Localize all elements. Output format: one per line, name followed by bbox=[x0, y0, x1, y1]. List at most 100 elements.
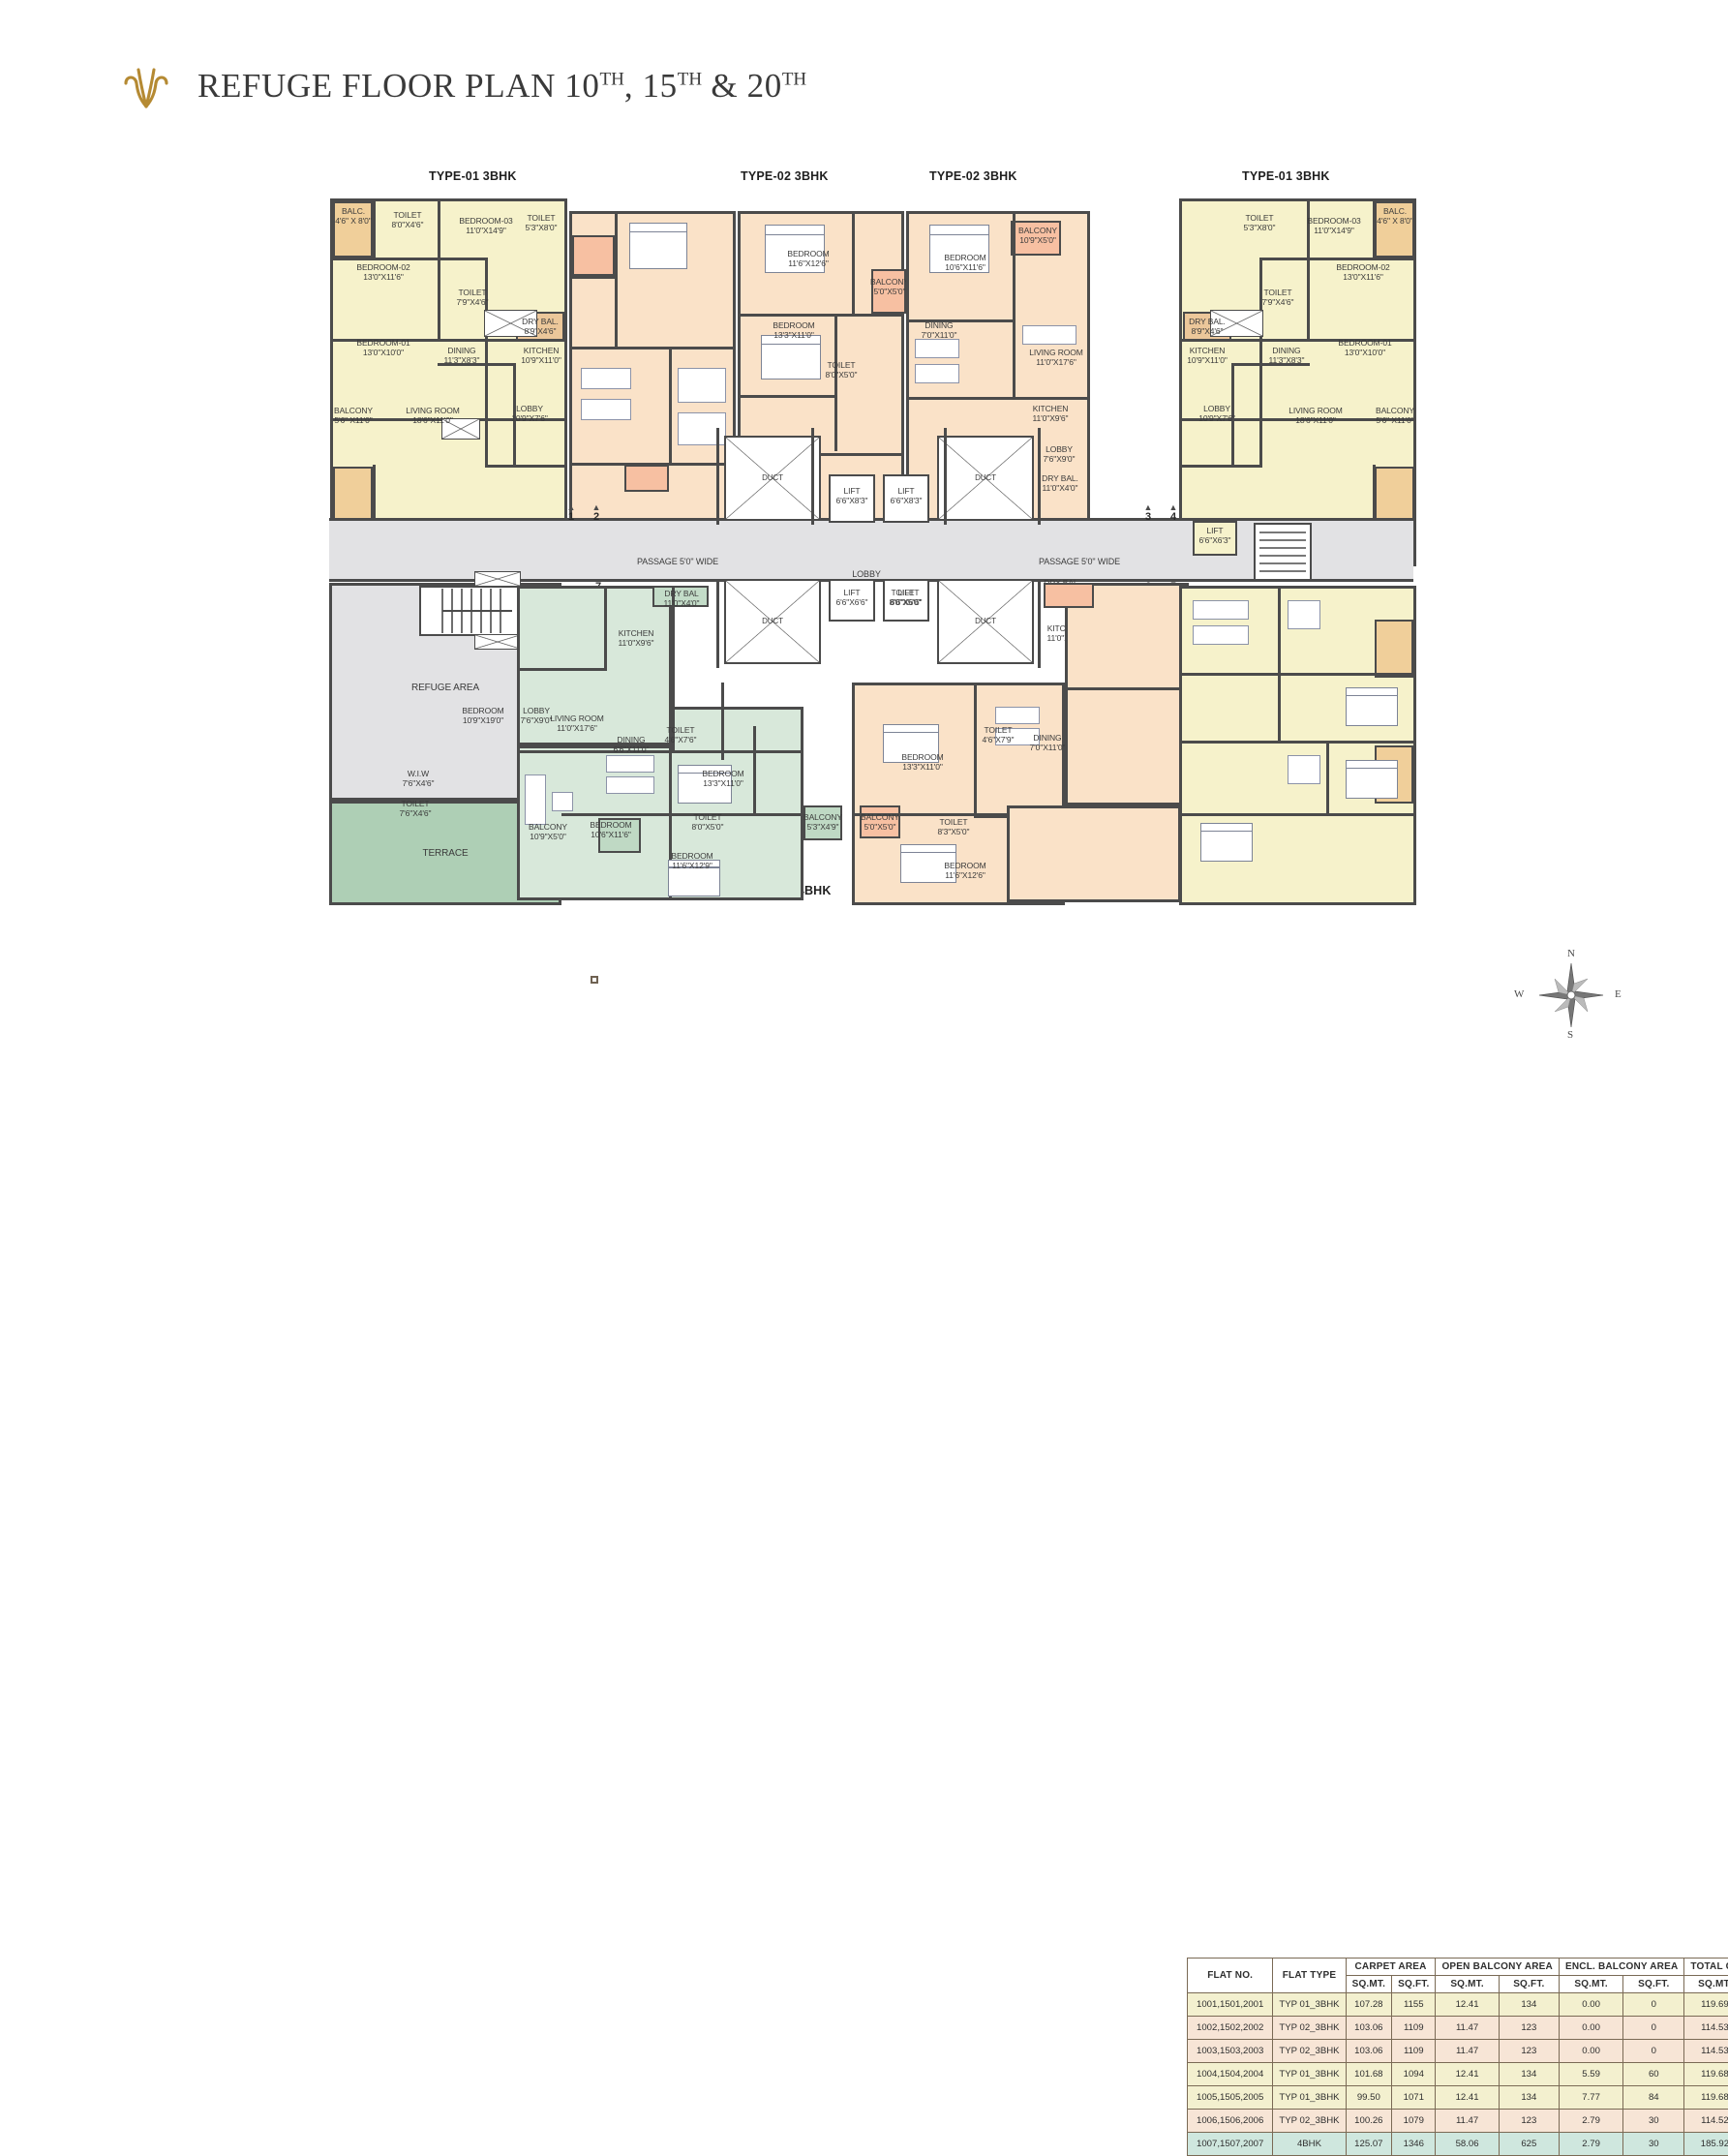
table-cell: TYP 01_3BHK bbox=[1273, 2086, 1346, 2110]
table-cell: 1003,1503,2003 bbox=[1188, 2040, 1273, 2063]
refuge-door-cross-lower bbox=[474, 634, 521, 650]
th-sub-2: SQ.MT. bbox=[1436, 1976, 1499, 1993]
table-cell: 100.26 bbox=[1346, 2110, 1392, 2133]
unit-tc1-dry-bal bbox=[624, 465, 669, 492]
flat-marker-4: ▲4 bbox=[1166, 503, 1181, 523]
unit-tl-shaft bbox=[484, 310, 537, 337]
unit-type-label-top-left: TYPE-01 3BHK bbox=[429, 169, 517, 183]
table-cell: 99.50 bbox=[1346, 2086, 1392, 2110]
flat-marker-1: ▲1 bbox=[563, 503, 579, 523]
table-cell: 134 bbox=[1499, 2063, 1559, 2086]
th-sub-4: SQ.MT. bbox=[1559, 1976, 1622, 1993]
title-main: REFUGE FLOOR PLAN 10 bbox=[197, 67, 600, 105]
duct-left bbox=[724, 436, 821, 521]
compass-east-label: E bbox=[1615, 988, 1622, 1000]
furniture-bed bbox=[668, 860, 720, 896]
furniture-bed bbox=[900, 844, 956, 883]
furniture-sofa bbox=[1022, 325, 1076, 345]
flat-marker-3: ▲3 bbox=[1140, 503, 1156, 523]
table-cell: 1094 bbox=[1392, 2063, 1436, 2086]
furniture-sofa bbox=[1193, 600, 1249, 620]
table-cell: 1002,1502,2002 bbox=[1188, 2017, 1273, 2040]
furniture-bed bbox=[761, 335, 821, 380]
unit-tc2-balcony bbox=[871, 269, 906, 314]
area-statement-table-wrapper: FLAT NO. FLAT TYPE CARPET AREA OPEN BALC… bbox=[591, 976, 598, 984]
unit-tl-entry-cross bbox=[441, 418, 480, 440]
furniture-bed bbox=[883, 724, 939, 763]
title-sup-2: TH bbox=[678, 69, 702, 89]
table-cell: 0.00 bbox=[1559, 2017, 1622, 2040]
furniture-dining bbox=[915, 364, 959, 383]
unit-4bhk-shell-upper bbox=[517, 586, 672, 745]
unit-tr1-balcony bbox=[1011, 221, 1061, 256]
table-cell: 123 bbox=[1499, 2110, 1559, 2133]
table-cell: 185.92 bbox=[1684, 2133, 1728, 2156]
title-end: & 20 bbox=[702, 67, 782, 105]
title-mid: , 15 bbox=[624, 67, 678, 105]
unit-tc1-balcony bbox=[572, 235, 615, 276]
unit-type-label-top-center-2: TYPE-02 3BHK bbox=[929, 169, 1017, 183]
table-cell: 1071 bbox=[1392, 2086, 1436, 2110]
th-total-carpet-area: TOTAL CARPET AREA bbox=[1684, 1959, 1728, 1976]
unit-tr-shaft bbox=[1210, 310, 1263, 337]
compass-south-label: S bbox=[1567, 1029, 1573, 1041]
staircase-right bbox=[1254, 523, 1312, 581]
table-cell: 0.00 bbox=[1559, 2040, 1622, 2063]
table-cell: 119.68 bbox=[1684, 2086, 1728, 2110]
unit-bc2-dry-bal bbox=[1044, 583, 1094, 608]
unit-type-label-top-center-1: TYPE-02 3BHK bbox=[741, 169, 829, 183]
furniture-bed bbox=[1200, 823, 1253, 862]
duct-right-lower bbox=[937, 579, 1034, 664]
table-cell: 2.79 bbox=[1559, 2110, 1622, 2133]
table-cell: TYP 02_3BHK bbox=[1273, 2017, 1346, 2040]
unit-tl-balc-small bbox=[333, 201, 373, 258]
table-cell: 1004,1504,2004 bbox=[1188, 2063, 1273, 2086]
furniture-table bbox=[1288, 600, 1320, 629]
table-cell: TYP 01_3BHK bbox=[1273, 2063, 1346, 2086]
lift-5 bbox=[1193, 521, 1237, 556]
furniture-dining bbox=[915, 339, 959, 358]
th-sub-6: SQ.MT. bbox=[1684, 1976, 1728, 1993]
table-cell: 12.41 bbox=[1436, 2086, 1499, 2110]
table-cell: 11.47 bbox=[1436, 2017, 1499, 2040]
table-cell: 103.06 bbox=[1346, 2040, 1392, 2063]
furniture-bed bbox=[929, 225, 989, 273]
compass-west-label: W bbox=[1514, 988, 1524, 1000]
table-cell: 12.41 bbox=[1436, 2063, 1499, 2086]
th-carpet-area: CARPET AREA bbox=[1346, 1959, 1436, 1976]
lift-1 bbox=[829, 474, 875, 523]
table-cell: 11.47 bbox=[1436, 2110, 1499, 2133]
th-flat-no: FLAT NO. bbox=[1188, 1959, 1273, 1993]
table-cell: 0 bbox=[1623, 1993, 1684, 2017]
table-cell: 4BHK bbox=[1273, 2133, 1346, 2156]
area-statement-table: FLAT NO. FLAT TYPE CARPET AREA OPEN BALC… bbox=[1187, 1958, 1728, 2156]
table-cell: 125.07 bbox=[1346, 2133, 1392, 2156]
furniture-sofa bbox=[581, 368, 631, 389]
table-cell: 119.68 bbox=[1684, 2063, 1728, 2086]
duct-left-lower bbox=[724, 579, 821, 664]
table-cell: 119.69 bbox=[1684, 1993, 1728, 2017]
flat-marker-2: ▲2 bbox=[589, 503, 604, 523]
furniture-table bbox=[552, 792, 573, 811]
table-cell: 2.79 bbox=[1559, 2133, 1622, 2156]
table-cell: 625 bbox=[1499, 2133, 1559, 2156]
table-cell: 0 bbox=[1623, 2017, 1684, 2040]
table-cell: 107.28 bbox=[1346, 1993, 1392, 2017]
title-sup-3: TH bbox=[782, 69, 806, 89]
table-cell: 1346 bbox=[1392, 2133, 1436, 2156]
table-cell: 1007,1507,2007 bbox=[1188, 2133, 1273, 2156]
furniture-dining bbox=[995, 728, 1040, 745]
table-cell: 1005,1505,2005 bbox=[1188, 2086, 1273, 2110]
furniture-sofa bbox=[1193, 625, 1249, 645]
floor-plan-drawing: TYPE-01 3BHK TYPE-02 3BHK TYPE-02 3BHK T… bbox=[0, 145, 1728, 842]
table-cell: 0.00 bbox=[1559, 1993, 1622, 2017]
unit-bc2-balcony bbox=[860, 805, 900, 838]
furniture-bed bbox=[765, 225, 825, 273]
table-cell: 7.77 bbox=[1559, 2086, 1622, 2110]
crown-logo-icon bbox=[116, 56, 176, 116]
compass-rose: N W E S bbox=[1530, 954, 1613, 1037]
th-flat-type: FLAT TYPE bbox=[1273, 1959, 1346, 1993]
